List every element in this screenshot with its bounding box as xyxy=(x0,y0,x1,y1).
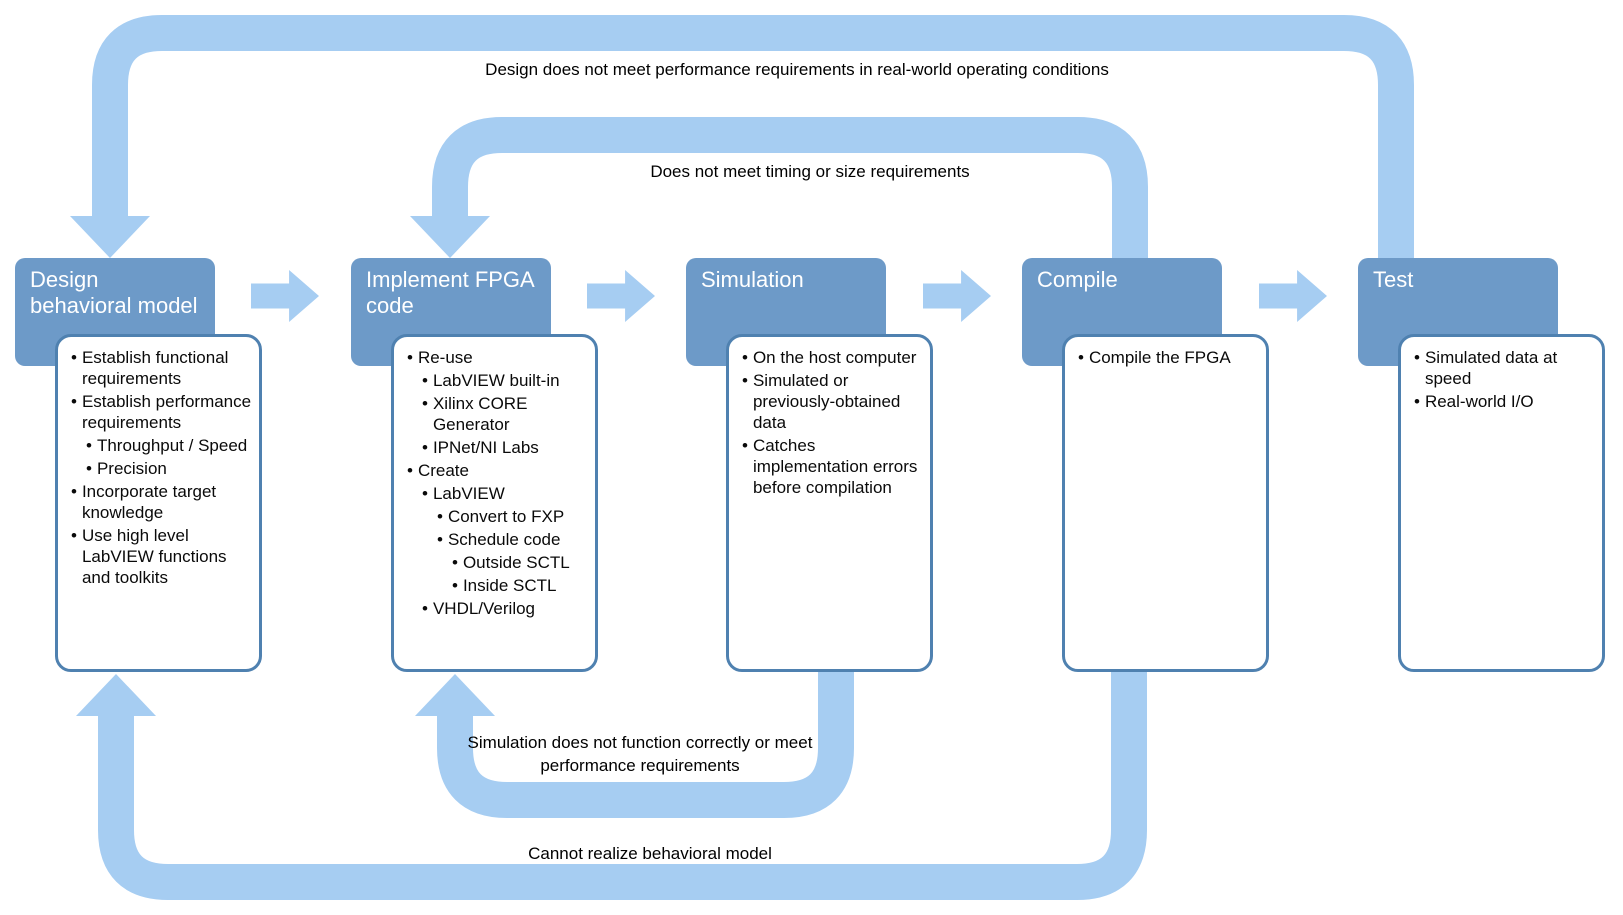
feedback-loop-simulation-to-implement-arrowhead-icon xyxy=(415,674,495,716)
bullet-list: •Simulated data at speed•Real-world I/O xyxy=(1414,347,1596,412)
bullet-item: •Schedule code xyxy=(437,529,589,550)
bullet-text: Use high level LabVIEW functions and too… xyxy=(81,526,227,587)
bullet-list: •On the host computer•Simulated or previ… xyxy=(742,347,924,498)
bullet-icon: • xyxy=(422,599,428,618)
feedback-label-compile-to-design: Cannot realize behavioral model xyxy=(528,844,772,863)
bullet-item: •Convert to FXP xyxy=(437,506,589,527)
bullet-item: •Throughput / Speed xyxy=(86,435,253,456)
feedback-loop-simulation-to-implement xyxy=(437,666,854,818)
bullet-text: Precision xyxy=(96,459,167,478)
bullet-text: Create xyxy=(417,461,469,480)
bullet-icon: • xyxy=(422,484,428,503)
bullet-text: LabVIEW xyxy=(432,484,505,503)
feedback-loop-compile-to-design xyxy=(98,666,1147,900)
bullet-text: Re-use xyxy=(417,348,473,367)
bullet-text: Simulated or previously-obtained data xyxy=(752,371,901,432)
bullet-icon: • xyxy=(452,553,458,572)
bullet-item: •Real-world I/O xyxy=(1414,391,1596,412)
stage-detail-box-compile: •Compile the FPGA xyxy=(1062,334,1269,672)
bullet-icon: • xyxy=(742,348,748,367)
bullet-icon: • xyxy=(437,507,443,526)
bullet-text: Simulated data at speed xyxy=(1424,348,1558,388)
bullet-item: •Re-use xyxy=(407,347,589,368)
stage-detail-box-design-behavioral-model: •Establish functional requirements•Estab… xyxy=(55,334,262,672)
bullet-item: •Inside SCTL xyxy=(452,575,589,596)
bullet-icon: • xyxy=(452,576,458,595)
bullet-list: •Establish functional requirements•Estab… xyxy=(71,347,253,588)
bullet-icon: • xyxy=(1078,348,1084,367)
bullet-text: On the host computer xyxy=(752,348,917,367)
bullet-icon: • xyxy=(86,436,92,455)
bullet-item: •Simulated or previously-obtained data xyxy=(742,370,924,433)
feedback-label-compile-to-implement: Does not meet timing or size requirement… xyxy=(650,162,970,181)
bullet-item: •IPNet/NI Labs xyxy=(422,437,589,458)
bullet-item: •Outside SCTL xyxy=(452,552,589,573)
bullet-text: Establish performance requirements xyxy=(81,392,252,432)
feedback-loop-test-to-design-arrowhead-icon xyxy=(70,216,150,258)
bullet-text: Throughput / Speed xyxy=(96,436,248,455)
bullet-text: Inside SCTL xyxy=(462,576,557,595)
bullet-item: •LabVIEW built-in xyxy=(422,370,589,391)
bullet-icon: • xyxy=(71,482,77,501)
bullet-item: •LabVIEW xyxy=(422,483,589,504)
bullet-icon: • xyxy=(742,436,748,455)
bullet-item: •Xilinx CORE Generator xyxy=(422,393,589,435)
bullet-item: •Simulated data at speed xyxy=(1414,347,1596,389)
bullet-text: Compile the FPGA xyxy=(1088,348,1231,367)
bullet-item: •Use high level LabVIEW functions and to… xyxy=(71,525,253,588)
bullet-item: •On the host computer xyxy=(742,347,924,368)
bullet-text: Establish functional requirements xyxy=(81,348,229,388)
bullet-item: •Establish performance requirements xyxy=(71,391,253,433)
bullet-item: •Create xyxy=(407,460,589,481)
bullet-text: Catches implementation errors before com… xyxy=(752,436,918,497)
feedback-label-simulation-to-implement: Simulation does not function correctly o… xyxy=(467,733,813,775)
stage-detail-box-test: •Simulated data at speed•Real-world I/O xyxy=(1398,334,1605,672)
feedback-loop-test-to-design xyxy=(92,15,1414,263)
bullet-text: Incorporate target knowledge xyxy=(81,482,217,522)
bullet-item: •Precision xyxy=(86,458,253,479)
bullet-text: Real-world I/O xyxy=(1424,392,1534,411)
bullet-text: Schedule code xyxy=(447,530,561,549)
bullet-icon: • xyxy=(422,371,428,390)
bullet-icon: • xyxy=(71,348,77,367)
stage-detail-box-implement-fpga-code: •Re-use•LabVIEW built-in•Xilinx CORE Gen… xyxy=(391,334,598,672)
bullet-icon: • xyxy=(422,438,428,457)
bullet-text: Convert to FXP xyxy=(447,507,565,526)
bullet-icon: • xyxy=(742,371,748,390)
feedback-loop-compile-to-implement-arrowhead-icon xyxy=(410,216,490,258)
bullet-icon: • xyxy=(71,392,77,411)
bullet-item: •Incorporate target knowledge xyxy=(71,481,253,523)
feedback-label-test-to-design: Design does not meet performance require… xyxy=(485,60,1109,79)
bullet-icon: • xyxy=(407,348,413,367)
bullet-list: •Compile the FPGA xyxy=(1078,347,1260,368)
bullet-item: •Catches implementation errors before co… xyxy=(742,435,924,498)
bullet-text: Xilinx CORE Generator xyxy=(432,394,528,434)
bullet-icon: • xyxy=(71,526,77,545)
bullet-list: •Re-use•LabVIEW built-in•Xilinx CORE Gen… xyxy=(407,347,589,619)
bullet-item: •Compile the FPGA xyxy=(1078,347,1260,368)
bullet-icon: • xyxy=(1414,348,1420,367)
bullet-icon: • xyxy=(86,459,92,478)
bullet-icon: • xyxy=(437,530,443,549)
bullet-icon: • xyxy=(422,394,428,413)
bullet-text: IPNet/NI Labs xyxy=(432,438,539,457)
feedback-loop-compile-to-design-arrowhead-icon xyxy=(76,674,156,716)
bullet-item: •VHDL/Verilog xyxy=(422,598,589,619)
bullet-icon: • xyxy=(1414,392,1420,411)
bullet-text: LabVIEW built-in xyxy=(432,371,560,390)
bullet-text: VHDL/Verilog xyxy=(432,599,536,618)
stage-detail-box-simulation: •On the host computer•Simulated or previ… xyxy=(726,334,933,672)
bullet-text: Outside SCTL xyxy=(462,553,570,572)
feedback-loop-compile-to-implement xyxy=(432,117,1148,263)
bullet-icon: • xyxy=(407,461,413,480)
bullet-item: •Establish functional requirements xyxy=(71,347,253,389)
